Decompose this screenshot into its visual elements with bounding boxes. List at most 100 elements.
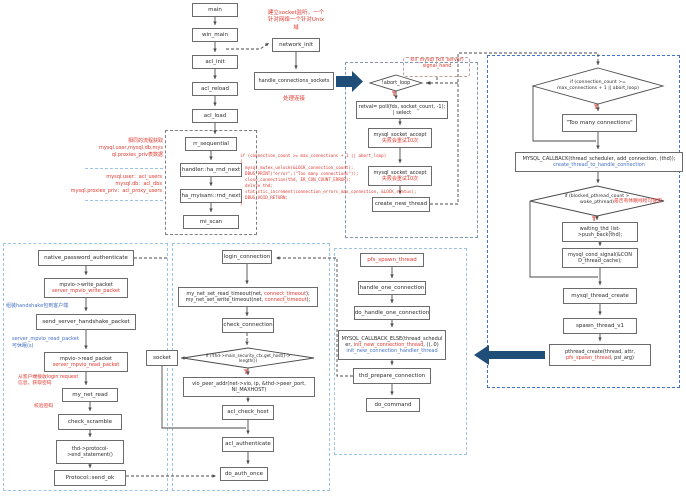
decision-abort-loop-label: !abort_loop	[381, 79, 411, 86]
decision-host-length-label: if (!thd->main_security_ctx.get_host()->…	[205, 352, 291, 363]
node-label: mpvio->read_packet	[59, 355, 113, 362]
accept-loop-group-box	[345, 62, 478, 238]
flow-node-network-init: network_init	[272, 38, 320, 52]
acl-load-group-box	[165, 130, 257, 235]
note-socket-listen: 建立socket监听，一个 针对网络一个针对Unix 域	[267, 10, 325, 31]
node-label: do_command	[374, 401, 412, 408]
decision-blocked-pthread	[529, 185, 665, 217]
flow-node-spawn-thread-v1: spawn_thread_v1	[563, 318, 637, 334]
node-label: acl_check_host	[227, 409, 269, 416]
login-group-box	[172, 243, 330, 491]
node-label: "Too many connections"	[566, 119, 633, 126]
l1b: connect_timeout	[264, 290, 307, 297]
node-label: mysql_thread_create	[571, 292, 629, 299]
node-label: MYSQL_CALLBACK(thread_scheduler, add_con…	[522, 155, 676, 162]
flow-node-waiting-thd-list: waiting_thd_list- >push_back(thd);	[562, 222, 638, 242]
node-label: vio_peer_addr(net->vio, ip, &thd->peer_p…	[192, 380, 306, 393]
node-label: my_net_read	[72, 391, 108, 398]
node-label: ha_myisam::rnd_next	[181, 192, 241, 199]
node-label: pfs_spawn_thread	[367, 256, 417, 263]
node-label: handle_one_connection	[359, 284, 425, 291]
node-label: acl_load	[203, 112, 227, 119]
flow-node-rr-sequential: rr_sequential	[185, 137, 237, 151]
flow-node-pfs-spawn-thread: pfs_spawn_thread	[360, 253, 424, 267]
flow-node-my-net-read: my_net_read	[62, 388, 118, 402]
note-kill-mysql: kill_mysql (kill_server) signal_hand	[410, 58, 464, 70]
note-verify-password: 校验密码	[34, 404, 54, 409]
flow-node-do-command: do_command	[366, 398, 420, 412]
node-label: handler::ha_rnd_next	[181, 166, 241, 173]
node-label: pthread_create(thread, attr,	[564, 348, 636, 355]
flow-node-ha-rnd-next: handler::ha_rnd_next	[180, 163, 242, 177]
note-read-packet-sleep: server_mpvio_read_packet 可休眠(s)	[12, 336, 79, 349]
flow-node-login-connection: login_connection	[222, 250, 272, 264]
node-note: 失败会重试10次	[381, 138, 419, 144]
flow-node-main: main	[192, 3, 238, 17]
node-line1: my_net_set_read_timeout(net, connect_tim…	[186, 291, 309, 297]
node-sublabel: server_mpvio_read_packet	[52, 362, 120, 368]
node-label: acl_reload	[201, 85, 229, 92]
note-handshake-packet: 组装handshake包到客户端	[6, 303, 69, 309]
node-label: do_auth_once	[224, 470, 264, 477]
node-label: create_new_thread	[374, 201, 428, 208]
node-label: send_server_handshake_packet	[42, 318, 130, 325]
flow-node-thd-prepare-connection: thd_prepare_connection	[353, 368, 431, 384]
l2a: my_net_set_write_timeout(net,	[185, 297, 265, 303]
node-label: main	[208, 6, 222, 13]
node-line2-red: init_new_connection_thread	[353, 341, 424, 348]
branch-true-label: T	[244, 369, 249, 376]
flow-node-socket: socket	[146, 350, 178, 366]
flow-node-protocol-send-ok: Protocol::send_ok	[54, 470, 126, 486]
decision-connection-count	[531, 67, 665, 105]
flow-node-net-timeouts: my_net_set_read_timeout(net, connect_tim…	[178, 287, 318, 307]
decision-host-length	[182, 347, 315, 369]
flow-node-check-scramble: check_scramble	[58, 414, 122, 430]
decision-blocked-pthread-label: if (blocked_pthread_count > wake_pthread…	[564, 194, 630, 205]
flow-node-acl-authenticate: acl_authenticate	[222, 437, 274, 452]
node-sublabel-tail: , psi_arg)	[611, 355, 635, 361]
node-label: thd->protocol- >end_statement()	[67, 445, 113, 458]
note-create-thread-code: if (connection_count >= max_connections …	[240, 153, 417, 206]
flow-node-vio-peer-addr: vio_peer_addr(net->vio, ip, &thd->peer_p…	[183, 377, 315, 397]
node-label: retval= poll(fds, socket_count, -1); | s…	[358, 103, 446, 116]
branch-true-label: T	[594, 104, 599, 111]
node-note: 失败会重试10次	[381, 176, 419, 182]
flow-node-mysql-callback: MYSQL_CALLBACK(thread_scheduler, add_con…	[515, 152, 683, 172]
note-handle-connections: 处理连接	[283, 96, 306, 102]
node-label: MYSQL_CALLBACK_ELSE(thread_schedul	[341, 335, 443, 342]
l2b: connect_timeout	[264, 297, 307, 303]
node-sublabel: pfs_spawn_thread, psi_arg)	[566, 355, 634, 361]
flow-node-acl-reload: acl_reload	[192, 82, 238, 96]
node-label: do_handle_one_connection	[354, 309, 430, 316]
node-label: mysql_cond_signal(&CON D_thread_cache);	[568, 251, 632, 264]
flow-node-too-many-connections: "Too many connections"	[562, 114, 637, 132]
node-sublabel: create_thread_to_handle_connection	[553, 162, 645, 168]
node-sublabel: server_mpvio_write_packet	[51, 288, 121, 294]
l1c: );	[306, 290, 310, 297]
flow-node-cond-signal: mysql_cond_signal(&CON D_thread_cache);	[562, 248, 638, 268]
node-label: rr_sequential	[193, 140, 229, 147]
node-label: handle_connections_sockets	[258, 77, 330, 84]
flow-arrow-left-icon	[474, 345, 545, 365]
node-line3: init_new_connection_handler_thread	[346, 348, 438, 355]
branch-true-label: T	[392, 91, 397, 98]
node-label: login_connection	[223, 253, 271, 260]
flow-node-mysql-thread-create: mysql_thread_create	[563, 288, 637, 304]
note-sleeping-threads: 是否有休眠线程可使用	[614, 199, 662, 204]
flow-node-win-main: win_main	[192, 28, 238, 42]
flow-node-check-connection: check_connection	[222, 318, 274, 333]
node-label: thd_prepare_connection	[358, 372, 426, 379]
flow-node-do-handle-one-connection: do_handle_one_connection	[354, 306, 430, 320]
flow-node-pthread-create: pthread_create(thread, attr,pfs_spawn_th…	[549, 344, 651, 366]
flow-node-send-server-handshake-packet: send_server_handshake_packet	[36, 314, 136, 330]
node-line2: my_net_set_write_timeout(net, connect_ti…	[186, 297, 311, 303]
note-acl-tables: mysql.user：acl_users mysql.db：acl_dbs my…	[70, 174, 162, 194]
node-label: native_password_authenticate	[44, 254, 128, 261]
flow-node-do-auth-once: do_auth_once	[220, 467, 268, 481]
